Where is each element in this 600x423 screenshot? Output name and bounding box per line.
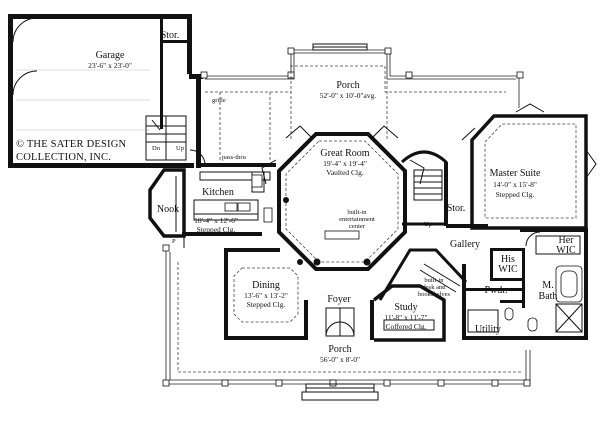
great-room-label: Great Room bbox=[320, 148, 369, 159]
kitchen-label: Kitchen bbox=[202, 187, 234, 198]
stair-core bbox=[400, 150, 448, 226]
master-bath-wing bbox=[462, 228, 588, 340]
study-dims: 11'-8" x 11'-7" bbox=[384, 313, 427, 322]
her-wic-label-1: Her bbox=[559, 235, 575, 246]
entertainment-note-3: center bbox=[349, 223, 366, 230]
study-label: Study bbox=[394, 302, 417, 313]
garage-hatch bbox=[16, 69, 150, 131]
garage-storage-label: Stor. bbox=[161, 30, 180, 41]
master-bath-label-1: M. bbox=[542, 280, 553, 291]
desk-note-1: built-in bbox=[424, 277, 444, 284]
copyright-line-2: COLLECTION, INC. bbox=[16, 152, 111, 163]
her-wic-label-2: WIC bbox=[556, 245, 576, 256]
master-suite-dims: 14'-0" x 15'-8" bbox=[493, 180, 537, 189]
dining-ceiling: Stepped Clg. bbox=[247, 300, 286, 309]
pass-thru-note: pass-thru bbox=[222, 154, 247, 161]
front-porch bbox=[162, 244, 531, 401]
foyer-label: Foyer bbox=[327, 294, 351, 305]
master-suite bbox=[461, 103, 597, 230]
great-room bbox=[261, 125, 425, 271]
master-bath-label-2: Bath bbox=[539, 291, 558, 302]
nook-label: Nook bbox=[157, 204, 179, 215]
garage-dims: 23'-6" x 23'-0" bbox=[88, 61, 132, 70]
kitchen-dims: 18'-4" x 12'-6" bbox=[194, 216, 238, 225]
desk-note-2: desk and bbox=[423, 284, 447, 291]
kitchen-wing bbox=[148, 163, 276, 248]
garage-steps bbox=[145, 115, 187, 161]
gallery-utility bbox=[378, 224, 499, 333]
pantry-note: P bbox=[172, 238, 176, 245]
great-room-ceiling: Vaulted Clg. bbox=[326, 168, 364, 177]
garage-label: Garage bbox=[96, 50, 125, 61]
study bbox=[372, 263, 461, 342]
kitchen-ceiling: Stepped Clg. bbox=[197, 225, 236, 234]
foyer bbox=[304, 300, 374, 340]
master-suite-ceiling: Stepped Clg. bbox=[496, 190, 535, 199]
copyright-line-1: © THE SATER DESIGN bbox=[16, 139, 126, 150]
front-porch-label: Porch bbox=[328, 344, 351, 355]
dining-room bbox=[224, 248, 304, 340]
dining-label: Dining bbox=[252, 280, 280, 291]
rear-porch bbox=[200, 43, 524, 160]
stair-storage-label: Stor. bbox=[447, 203, 466, 214]
his-wic-label-2: WIC bbox=[498, 264, 518, 275]
front-porch-dims: 56'-0" x 8'-0" bbox=[320, 355, 360, 364]
down-note: Dn bbox=[152, 145, 161, 152]
rear-porch-label: Porch bbox=[336, 80, 359, 91]
up-note-garage: Up bbox=[176, 145, 184, 152]
master-suite-label: Master Suite bbox=[490, 168, 541, 179]
entertainment-note-2: entertainment bbox=[339, 216, 375, 223]
copyright-block: © THE SATER DESIGN COLLECTION, INC. bbox=[16, 139, 126, 163]
powder-label: Pwdr. bbox=[484, 285, 507, 296]
study-ceiling: Coffered Clg. bbox=[385, 322, 426, 331]
utility-label: Utility bbox=[475, 324, 501, 335]
dining-dims: 13'-6" x 13'-2" bbox=[244, 291, 288, 300]
gallery-label: Gallery bbox=[450, 239, 480, 250]
desk-note-3: bookshelves bbox=[418, 291, 451, 298]
his-wic-label-1: His bbox=[501, 254, 515, 265]
grille-note: grille bbox=[212, 97, 226, 104]
great-room-dims: 19'-4" x 19'-4" bbox=[323, 159, 367, 168]
garage-block bbox=[8, 14, 206, 168]
rear-porch-dims: 52'-0" x 10'-0"avg. bbox=[320, 91, 377, 100]
up-note-stair: Up bbox=[424, 221, 432, 228]
entertainment-note-1: built-in bbox=[347, 209, 367, 216]
